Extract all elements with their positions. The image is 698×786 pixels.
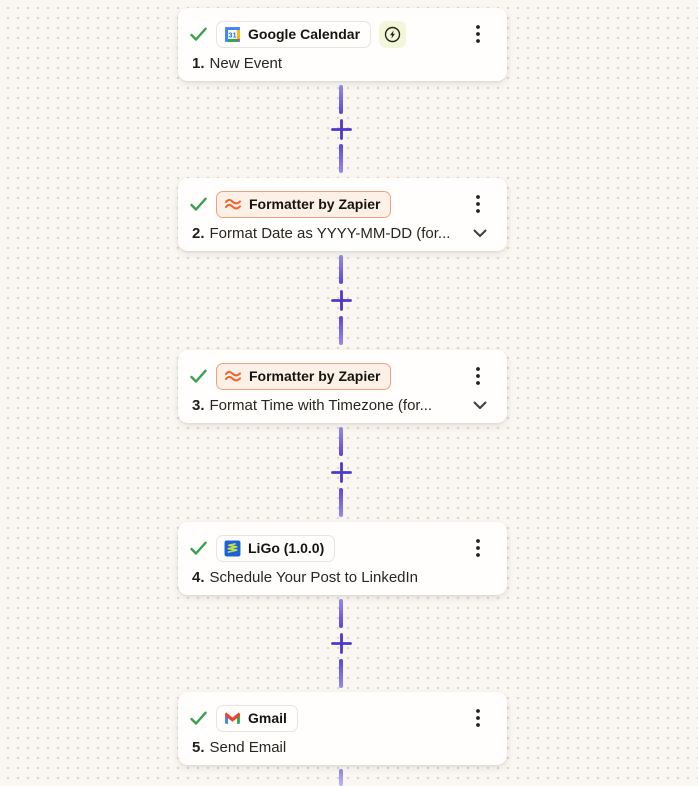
chevron-down-icon[interactable] (471, 224, 489, 242)
connector-line (339, 144, 343, 173)
step-title-row: 3. Format Time with Timezone (for... (190, 393, 487, 417)
step-title-row: 2. Format Date as YYYY-MM-DD (for... (190, 221, 487, 245)
kebab-menu-button[interactable] (471, 707, 485, 729)
connector-line (339, 255, 343, 284)
workflow-step-card[interactable]: LiGo (1.0.0) 4. Schedule Your Post to Li… (178, 522, 507, 595)
check-icon (190, 369, 207, 384)
app-badge[interactable]: Formatter by Zapier (216, 190, 392, 218)
connector-line (339, 769, 343, 786)
app-name: Formatter by Zapier (249, 368, 381, 384)
connector-line (339, 488, 343, 517)
step-header-row: 31 Google Calendar (190, 20, 485, 48)
google-calendar-icon: 31 (224, 26, 241, 43)
gmail-icon (224, 711, 241, 725)
step-title: New Event (209, 54, 283, 72)
step-title-row: 1. New Event (190, 51, 485, 75)
svg-text:31: 31 (228, 30, 236, 39)
app-badge[interactable]: Gmail (216, 704, 298, 732)
connector-line (339, 427, 343, 456)
connector-line (339, 316, 343, 345)
step-header-row: Gmail (190, 704, 485, 732)
formatter-zapier-icon (224, 197, 242, 211)
add-step-button[interactable] (330, 289, 352, 311)
kebab-menu-button[interactable] (471, 537, 485, 559)
kebab-menu-button[interactable] (471, 365, 485, 387)
step-number: 2. (192, 224, 205, 242)
kebab-menu-button[interactable] (471, 193, 485, 215)
step-title: Send Email (209, 738, 287, 756)
connector-line (339, 85, 343, 114)
step-title: Format Date as YYYY-MM-DD (for... (209, 224, 451, 242)
check-icon (190, 197, 207, 212)
chevron-down-icon[interactable] (471, 396, 489, 414)
check-icon (190, 27, 207, 42)
workflow-step-card[interactable]: Formatter by Zapier 2. Format Date as YY… (178, 178, 507, 251)
workflow-step-card[interactable]: Formatter by Zapier 3. Format Time with … (178, 350, 507, 423)
step-title: Format Time with Timezone (for... (209, 396, 433, 414)
app-badge[interactable]: Formatter by Zapier (216, 362, 392, 390)
app-name: Google Calendar (248, 26, 361, 42)
step-number: 5. (192, 738, 205, 756)
kebab-menu-button[interactable] (471, 23, 485, 45)
formatter-zapier-icon (224, 369, 242, 383)
app-badge[interactable]: 31 Google Calendar (216, 20, 372, 48)
check-icon (190, 541, 207, 556)
step-number: 1. (192, 54, 205, 72)
add-step-button[interactable] (330, 632, 352, 654)
step-header-row: Formatter by Zapier (190, 362, 485, 390)
instant-trigger-icon (379, 20, 407, 48)
app-name: Gmail (248, 710, 287, 726)
check-icon (190, 711, 207, 726)
connector-line (339, 659, 343, 688)
step-header-row: Formatter by Zapier (190, 190, 485, 218)
step-number: 3. (192, 396, 205, 414)
app-badge[interactable]: LiGo (1.0.0) (216, 534, 336, 562)
app-name: Formatter by Zapier (249, 196, 381, 212)
step-number: 4. (192, 568, 205, 586)
ligo-icon (224, 540, 241, 557)
add-step-button[interactable] (330, 461, 352, 483)
step-header-row: LiGo (1.0.0) (190, 534, 485, 562)
add-step-button[interactable] (330, 118, 352, 140)
app-name: LiGo (1.0.0) (248, 540, 325, 556)
workflow-step-card[interactable]: 31 Google Calendar 1. New Event (178, 8, 507, 81)
step-title-row: 5. Send Email (190, 735, 485, 759)
step-title: Schedule Your Post to LinkedIn (209, 568, 419, 586)
connector-line (339, 599, 343, 628)
step-title-row: 4. Schedule Your Post to LinkedIn (190, 565, 485, 589)
workflow-step-card[interactable]: Gmail 5. Send Email (178, 692, 507, 765)
